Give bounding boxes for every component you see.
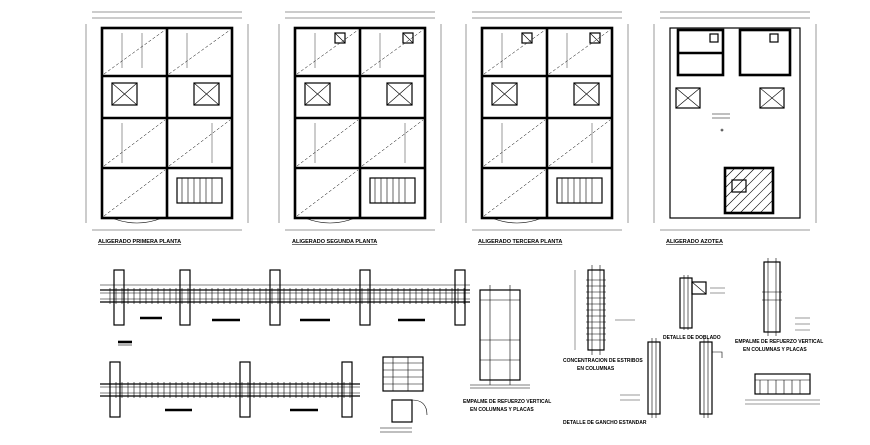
plan-4-label: ALIGERADO AZOTEA [666, 239, 723, 245]
floor-plan-4-roof [653, 11, 817, 231]
bend-label: DETALLE DE DOBLADO [663, 335, 721, 341]
vertical-splice-label-1: EMPALME DE REFUERZO VERTICAL [735, 339, 823, 345]
hook-detail [380, 399, 428, 433]
floor-plan-3 [465, 11, 629, 231]
floor-plan-2 [278, 11, 442, 231]
splice-label-2: EN COLUMNAS Y PLACAS [470, 407, 534, 413]
hook-label: DETALLE DE GANCHO ESTANDAR [563, 420, 647, 426]
plan-2-label: ALIGERADO SEGUNDA PLANTA [292, 239, 377, 245]
concentration-label-1: CONCENTRACION DE ESTRIBOS [563, 358, 643, 364]
concentration-label-2: EN COLUMNAS [577, 366, 615, 372]
bend-detail [679, 275, 725, 330]
rebar-table [382, 356, 424, 392]
vertical-splice-label-2: EN COLUMNAS Y PLACAS [743, 347, 807, 353]
plan-3-label: ALIGERADO TERCERA PLANTA [478, 239, 562, 245]
standard-hook-detail [620, 338, 723, 418]
vertical-splice-detail [762, 258, 810, 336]
slab-section-detail [745, 373, 820, 405]
beam-elevation-1 [100, 269, 470, 346]
column-splice-detail [470, 285, 530, 389]
floor-plan-1 [85, 11, 249, 231]
beam-elevation-2 [100, 361, 360, 418]
stirrup-concentration-detail [574, 265, 635, 355]
splice-label-1: EMPALME DE REFUERZO VERTICAL [463, 399, 551, 405]
plan-1-label: ALIGERADO PRIMERA PLANTA [98, 239, 181, 245]
